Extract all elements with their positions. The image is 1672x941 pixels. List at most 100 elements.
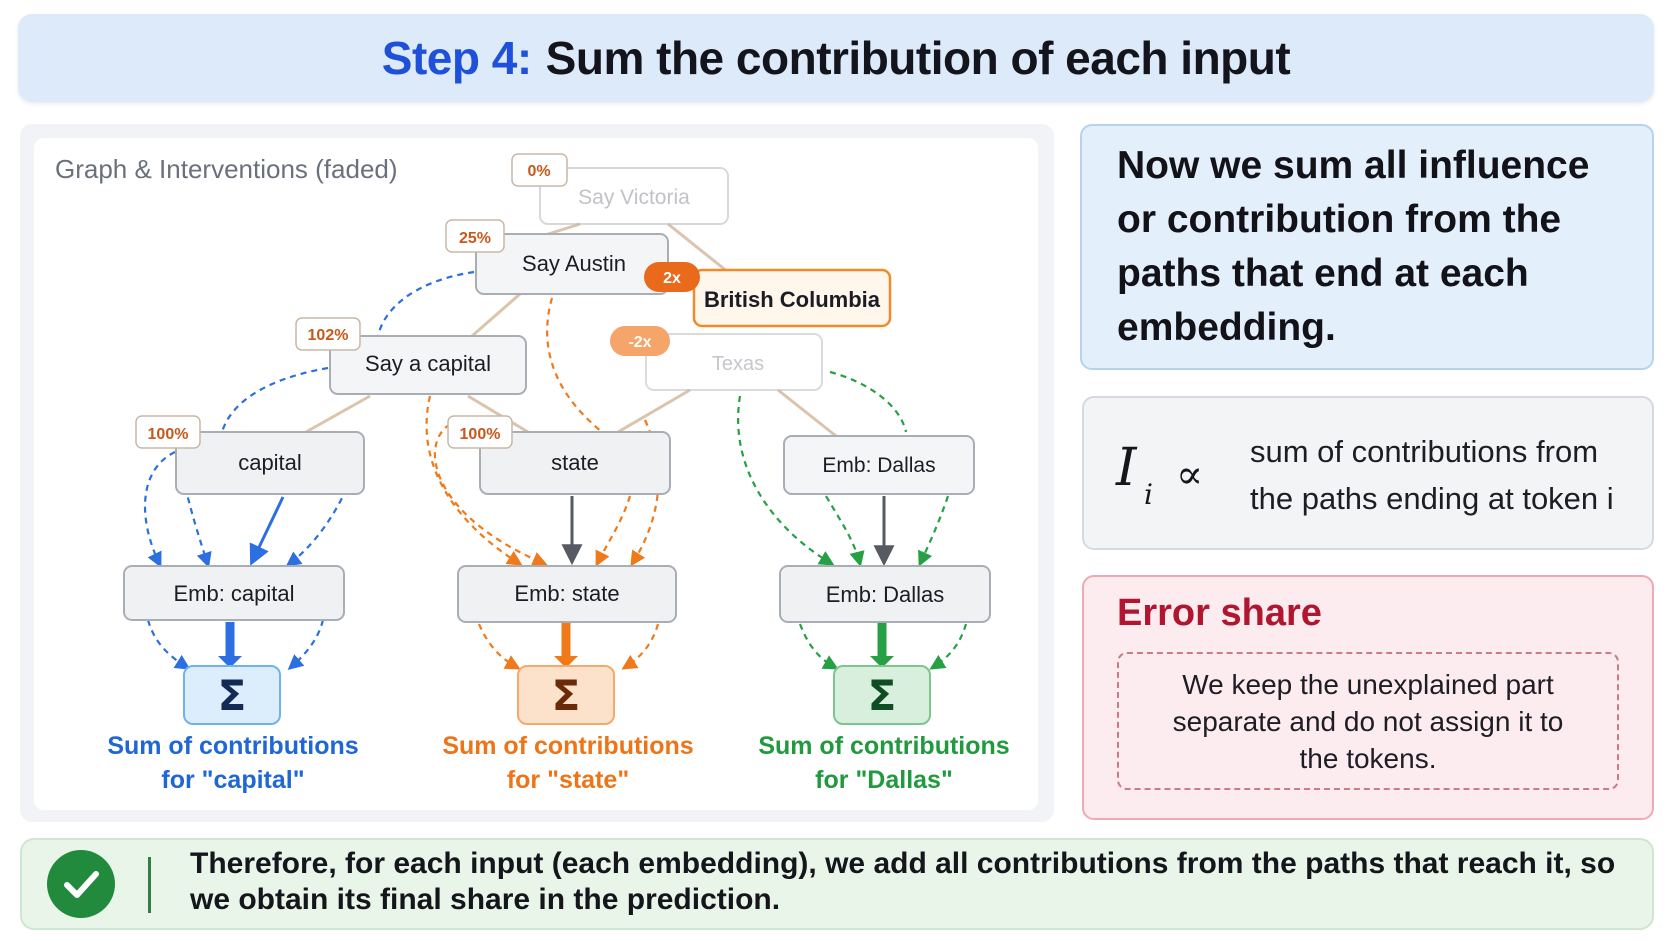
edge-victoria-bc bbox=[667, 222, 729, 274]
edge-texas-dallas bbox=[777, 388, 837, 438]
badge-british-columbia-text: 2x bbox=[663, 270, 681, 287]
path-texas-dallas bbox=[829, 370, 908, 433]
sum-box-state: Σ bbox=[517, 665, 615, 725]
badge-say-capital: 102% bbox=[295, 317, 361, 351]
path-austin-state bbox=[546, 297, 603, 433]
badge-state: 100% bbox=[447, 415, 513, 449]
formula-card bbox=[1082, 396, 1654, 550]
node-emb-dallas-top-label: Emb: Dallas bbox=[822, 454, 935, 477]
node-capital-label: capital bbox=[238, 450, 302, 475]
badge-state-text: 100% bbox=[460, 426, 501, 443]
path-saycapital-embstate bbox=[425, 395, 523, 566]
node-state: state bbox=[479, 431, 671, 495]
sum-capital-caption-line1: Sum of contributions bbox=[107, 732, 358, 760]
node-texas-label: Texas bbox=[712, 353, 764, 375]
badge-capital-text: 100% bbox=[148, 426, 189, 443]
path-saycapital-capital bbox=[220, 366, 329, 433]
edge-saycapital-capital bbox=[305, 394, 371, 434]
sigma-icon: Σ bbox=[552, 671, 581, 720]
arrow-capital-emb bbox=[249, 496, 285, 566]
formula-subscript: i bbox=[1144, 478, 1153, 511]
formula-description: sum of contributions from the paths endi… bbox=[1250, 434, 1614, 516]
arrow-to-sum-capital-head bbox=[218, 656, 242, 668]
node-say-austin-label: Say Austin bbox=[522, 251, 626, 276]
badge-say-austin: 25% bbox=[445, 219, 505, 253]
node-texas: Texas bbox=[645, 333, 823, 391]
dallas-paths bbox=[737, 370, 968, 670]
page-title: Sum the contribution of each input bbox=[545, 32, 1291, 84]
path-austin-saycapital bbox=[376, 270, 475, 337]
badge-say-capital-text: 102% bbox=[308, 327, 349, 344]
path-dallas-right bbox=[918, 495, 950, 567]
step-label: Step 4: bbox=[381, 32, 532, 84]
node-say-capital-label: Say a capital bbox=[365, 351, 491, 376]
path-state-right-inner bbox=[595, 495, 632, 567]
formula-variable: I bbox=[1116, 438, 1137, 498]
edge-texas-state bbox=[617, 388, 691, 434]
sum-dallas-caption-line1: Sum of contributions bbox=[758, 732, 1009, 760]
arrow-to-sum-state-head bbox=[554, 656, 578, 668]
badge-capital: 100% bbox=[135, 415, 201, 449]
node-emb-dallas-label: Emb: Dallas bbox=[826, 582, 945, 607]
sum-state-caption-line1: Sum of contributions bbox=[442, 732, 693, 760]
graph-title: Graph & Interventions (faded) bbox=[55, 154, 398, 184]
check-icon bbox=[47, 850, 115, 918]
sigma-icon: Σ bbox=[218, 671, 247, 720]
edge-austin-saycapital bbox=[471, 292, 521, 338]
sum-state-caption-line2: for "state" bbox=[507, 766, 629, 794]
node-emb-state-label: Emb: state bbox=[514, 581, 619, 606]
error-share-box: We keep the unexplained part separate an… bbox=[1117, 652, 1619, 790]
path-texas-embdallas bbox=[737, 395, 835, 566]
path-state-right bbox=[630, 419, 660, 567]
summary-text: Now we sum all influence or contribution… bbox=[1117, 144, 1590, 349]
node-british-columbia-label: British Columbia bbox=[704, 287, 881, 312]
node-say-capital: Say a capital bbox=[329, 335, 527, 395]
node-say-victoria: Say Victoria bbox=[539, 167, 729, 225]
conclusion-text: Therefore, for each input (each embeddin… bbox=[190, 847, 1616, 916]
summary-card: Now we sum all influence or contribution… bbox=[1080, 124, 1654, 370]
arrow-to-sum-dallas-head bbox=[870, 656, 894, 668]
badge-british-columbia: 2x bbox=[644, 262, 700, 292]
error-share-text: We keep the unexplained part separate an… bbox=[1172, 668, 1564, 774]
proportional-symbol: ∝ bbox=[1176, 452, 1204, 498]
conclusion-banner bbox=[20, 838, 1654, 930]
node-emb-dallas-top: Emb: Dallas bbox=[783, 435, 975, 495]
badge-texas: -2x bbox=[610, 326, 670, 356]
node-emb-state: Emb: state bbox=[457, 565, 677, 623]
sum-box-capital: Σ bbox=[183, 665, 281, 725]
sigma-icon: Σ bbox=[868, 671, 897, 720]
state-paths bbox=[425, 297, 660, 670]
node-capital: capital bbox=[175, 431, 365, 495]
sum-box-dallas: Σ bbox=[833, 665, 931, 725]
error-share-title: Error share bbox=[1117, 592, 1322, 634]
path-emb-state-left bbox=[477, 623, 521, 670]
badge-say-victoria: 0% bbox=[511, 153, 568, 187]
badge-say-victoria-text: 0% bbox=[527, 163, 550, 180]
node-british-columbia: British Columbia bbox=[692, 268, 892, 328]
path-emb-capital-left bbox=[146, 619, 191, 670]
path-dallas-left bbox=[825, 495, 865, 567]
path-capital-mid bbox=[181, 475, 212, 568]
error-share-card bbox=[1082, 575, 1654, 820]
footer-divider bbox=[148, 857, 151, 913]
header-banner: Step 4: Sum the contribution of each inp… bbox=[18, 14, 1654, 102]
node-say-victoria-label: Say Victoria bbox=[578, 186, 690, 209]
path-emb-dallas-left bbox=[798, 623, 839, 670]
node-emb-capital: Emb: capital bbox=[123, 565, 345, 621]
edge-saycapital-state bbox=[467, 394, 529, 434]
sum-dallas-caption-line2: for "Dallas" bbox=[815, 766, 953, 794]
path-emb-dallas-right bbox=[929, 623, 968, 670]
node-emb-dallas: Emb: Dallas bbox=[779, 565, 991, 623]
graph-edges bbox=[305, 222, 837, 438]
path-emb-capital-right bbox=[287, 619, 325, 671]
node-say-austin: Say Austin bbox=[475, 233, 669, 295]
badge-texas-text: -2x bbox=[628, 334, 651, 351]
node-state-label: state bbox=[551, 450, 599, 475]
path-emb-state-right bbox=[621, 623, 660, 670]
sum-capital-caption-line2: for "capital" bbox=[161, 766, 304, 794]
node-emb-capital-label: Emb: capital bbox=[173, 581, 294, 606]
path-capital-left bbox=[143, 451, 176, 568]
badge-say-austin-text: 25% bbox=[459, 230, 491, 247]
path-state-left bbox=[433, 418, 548, 567]
